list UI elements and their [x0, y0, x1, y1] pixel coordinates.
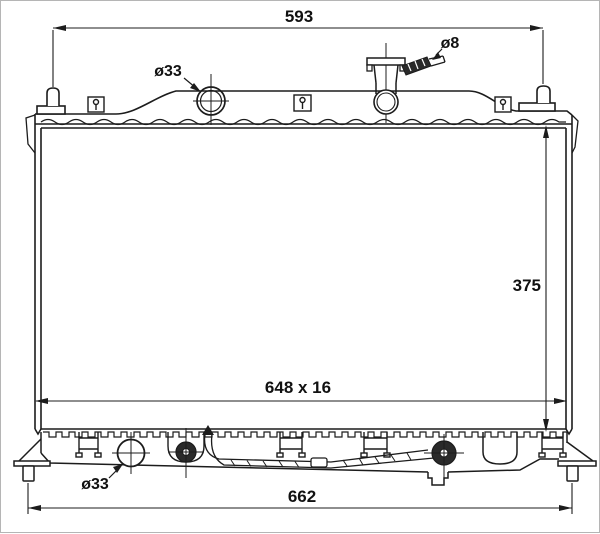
pipe-clamp	[310, 457, 328, 468]
top-bracket-squares	[87, 94, 512, 113]
filler-neck	[366, 43, 406, 123]
bottom-drain-hole	[108, 432, 150, 479]
dimension-375	[543, 125, 549, 432]
bottom-tank	[13, 431, 597, 486]
top-left-side-tab	[25, 114, 36, 154]
pipe-fitting	[424, 434, 464, 480]
top-right-mounting-pin	[518, 85, 556, 112]
overflow-nipple	[401, 48, 446, 76]
oil-cooler-pipe	[202, 425, 435, 469]
arch-pocket	[482, 432, 518, 465]
bottom-right-bracket	[557, 441, 597, 482]
dimension-593	[52, 25, 544, 87]
sensor-boss	[167, 428, 205, 478]
tank-ladder-brackets	[75, 432, 567, 458]
label-height-right: 375	[513, 276, 541, 295]
top-left-mounting-pin	[36, 87, 66, 115]
bottom-left-bracket	[13, 438, 51, 482]
dimension-648x16	[35, 398, 567, 404]
label-width-top: 593	[285, 7, 313, 26]
label-width-bottom: 662	[288, 487, 316, 506]
label-overflow-pipe-diameter: ø8	[441, 35, 460, 52]
label-top-hole-diameter: ø33	[154, 63, 182, 80]
drain-outlet	[427, 472, 449, 486]
label-bottom-hole-diameter: ø33	[81, 476, 109, 493]
radiator-core	[34, 114, 573, 436]
top-tank	[25, 85, 579, 154]
top-right-side-tab	[571, 114, 579, 154]
top-inlet-hole	[183, 74, 229, 125]
dimension-662	[27, 483, 573, 514]
label-core-size: 648 x 16	[265, 378, 331, 397]
